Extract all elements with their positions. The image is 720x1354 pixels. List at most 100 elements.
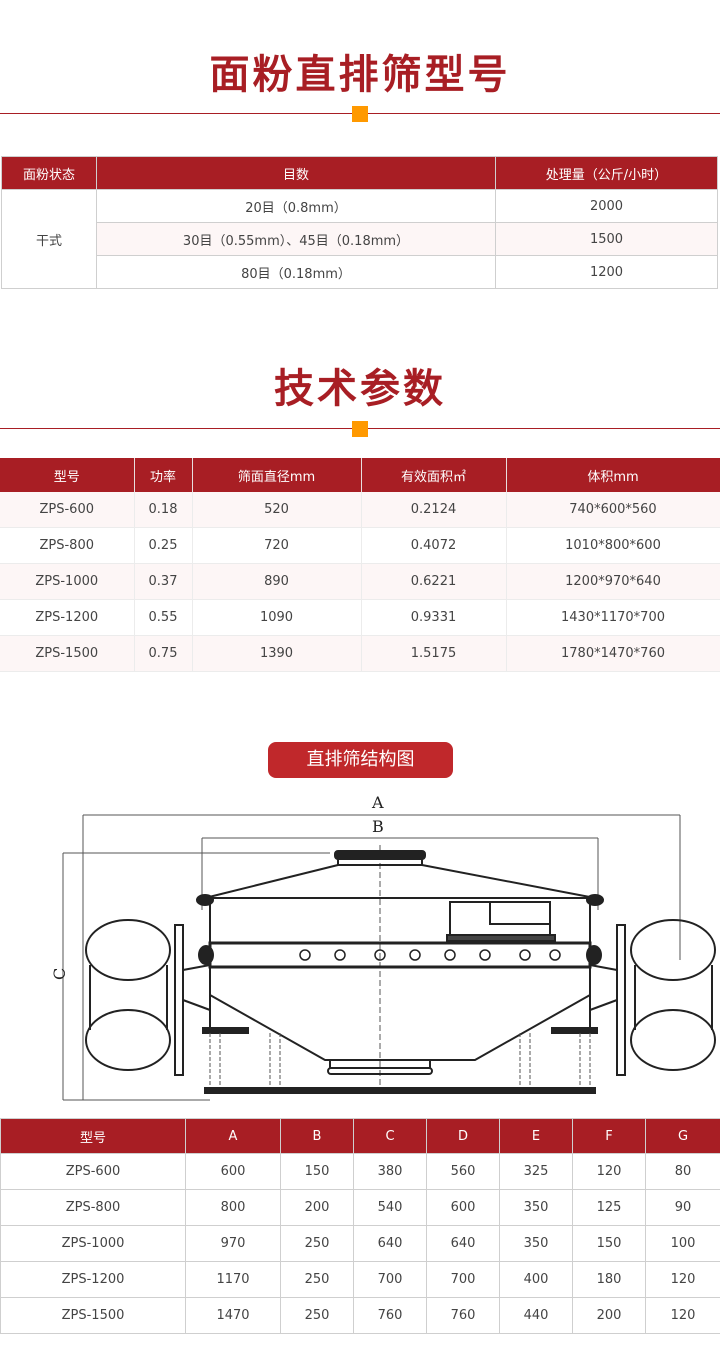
cell-power: 0.25 (134, 527, 193, 564)
cell-b: 250 (280, 1225, 354, 1262)
divider-marker (352, 106, 368, 122)
cell-power: 0.55 (134, 599, 193, 636)
cell-diameter: 890 (192, 563, 362, 600)
dim-label-b: B (372, 817, 384, 836)
cell-a: 800 (185, 1189, 281, 1226)
cell-mesh: 30目（0.55mm）、45目（0.18mm） (96, 222, 496, 256)
cell-c: 760 (353, 1297, 427, 1334)
cell-model: ZPS-1200 (0, 599, 135, 636)
header-e: E (499, 1118, 573, 1154)
cell-capacity: 2000 (495, 189, 718, 223)
cell-f: 120 (572, 1153, 646, 1190)
dim-label-c: C (50, 968, 69, 980)
header-d: D (426, 1118, 500, 1154)
divider-marker (352, 421, 368, 437)
cell-g: 100 (645, 1225, 720, 1262)
table-row: ZPS-600 0.18 520 0.2124 740*600*560 (0, 492, 720, 528)
dimension-table: 型号 A B C D E F G ZPS-600 600 150 380 560… (0, 1118, 720, 1334)
structure-diagram-badge: 直排筛结构图 (268, 742, 453, 778)
header-a: A (185, 1118, 281, 1154)
cell-model: ZPS-1000 (0, 563, 135, 600)
table-row: ZPS-1200 0.55 1090 0.9331 1430*1170*700 (0, 599, 720, 636)
header-diameter: 筛面直径mm (192, 458, 362, 492)
cell-model: ZPS-600 (0, 492, 135, 528)
cell-d: 760 (426, 1297, 500, 1334)
cell-model: ZPS-1500 (0, 1297, 186, 1334)
cell-state: 干式 (1, 189, 97, 289)
cell-b: 250 (280, 1261, 354, 1298)
cell-f: 200 (572, 1297, 646, 1334)
header-f: F (572, 1118, 646, 1154)
cell-c: 540 (353, 1189, 427, 1226)
cell-f: 125 (572, 1189, 646, 1226)
header-g: G (645, 1118, 720, 1154)
cell-c: 380 (353, 1153, 427, 1190)
table-row: 80目（0.18mm） 1200 (2, 255, 718, 289)
cell-e: 325 (499, 1153, 573, 1190)
header-model: 型号 (0, 458, 135, 492)
title-divider (0, 106, 720, 122)
table-row: ZPS-800 800 200 540 600 350 125 90 (0, 1189, 720, 1226)
cell-area: 0.9331 (361, 599, 507, 636)
header-power: 功率 (134, 458, 193, 492)
cell-power: 0.37 (134, 563, 193, 600)
section-title-models: 面粉直排筛型号 (209, 52, 511, 98)
table-row: ZPS-800 0.25 720 0.4072 1010*800*600 (0, 527, 720, 564)
table-row: ZPS-1500 0.75 1390 1.5175 1780*1470*760 (0, 635, 720, 672)
header-capacity: 处理量（公斤/小时） (495, 156, 718, 190)
cell-area: 0.2124 (361, 492, 507, 528)
cell-diameter: 1390 (192, 635, 362, 672)
header-area: 有效面积㎡ (361, 458, 507, 492)
cell-model: ZPS-600 (0, 1153, 186, 1190)
cell-capacity: 1500 (495, 222, 718, 256)
table-row: ZPS-600 600 150 380 560 325 120 80 (0, 1153, 720, 1190)
table-row: ZPS-1000 970 250 640 640 350 150 100 (0, 1225, 720, 1262)
cell-g: 120 (645, 1297, 720, 1334)
cell-g: 120 (645, 1261, 720, 1298)
cell-volume: 1200*970*640 (506, 563, 720, 600)
tech-spec-table: 型号 功率 筛面直径mm 有效面积㎡ 体积mm ZPS-600 0.18 520… (0, 458, 720, 672)
dim-label-a: A (371, 793, 384, 812)
cell-a: 600 (185, 1153, 281, 1190)
table-row: ZPS-1200 1170 250 700 700 400 180 120 (0, 1261, 720, 1298)
cell-c: 640 (353, 1225, 427, 1262)
cell-diameter: 1090 (192, 599, 362, 636)
header-flour-state: 面粉状态 (1, 156, 97, 190)
header-model: 型号 (0, 1118, 186, 1154)
cell-e: 440 (499, 1297, 573, 1334)
table-row: 30目（0.55mm）、45目（0.18mm） 1500 (2, 222, 718, 256)
cell-b: 250 (280, 1297, 354, 1334)
cell-model: ZPS-1200 (0, 1261, 186, 1298)
cell-model: ZPS-800 (0, 1189, 186, 1226)
cell-model: ZPS-1500 (0, 635, 135, 672)
cell-volume: 1780*1470*760 (506, 635, 720, 672)
flour-model-table: 面粉状态 目数 处理量（公斤/小时） 干式 20目（0.8mm） 2000 30… (1, 156, 718, 289)
cell-volume: 740*600*560 (506, 492, 720, 528)
cell-f: 150 (572, 1225, 646, 1262)
header-mesh: 目数 (96, 156, 496, 190)
header-b: B (280, 1118, 354, 1154)
cell-power: 0.18 (134, 492, 193, 528)
table-row: 干式 20目（0.8mm） 2000 (1, 189, 718, 289)
title-divider (0, 421, 720, 437)
cell-mesh: 80目（0.18mm） (96, 255, 496, 289)
cell-power: 0.75 (134, 635, 193, 672)
cell-area: 1.5175 (361, 635, 507, 672)
cell-area: 0.4072 (361, 527, 507, 564)
header-volume: 体积mm (506, 458, 720, 492)
cell-g: 90 (645, 1189, 720, 1226)
table-row: ZPS-1000 0.37 890 0.6221 1200*970*640 (0, 563, 720, 600)
cell-capacity: 1200 (495, 255, 718, 289)
cell-e: 350 (499, 1225, 573, 1262)
cell-volume: 1430*1170*700 (506, 599, 720, 636)
cell-d: 600 (426, 1189, 500, 1226)
table-row: ZPS-1500 1470 250 760 760 440 200 120 (0, 1297, 720, 1334)
cell-e: 350 (499, 1189, 573, 1226)
cell-model: ZPS-800 (0, 527, 135, 564)
cell-f: 180 (572, 1261, 646, 1298)
cell-a: 1170 (185, 1261, 281, 1298)
cell-d: 700 (426, 1261, 500, 1298)
cell-area: 0.6221 (361, 563, 507, 600)
structure-diagram: A B C (50, 793, 716, 1101)
cell-model: ZPS-1000 (0, 1225, 186, 1262)
